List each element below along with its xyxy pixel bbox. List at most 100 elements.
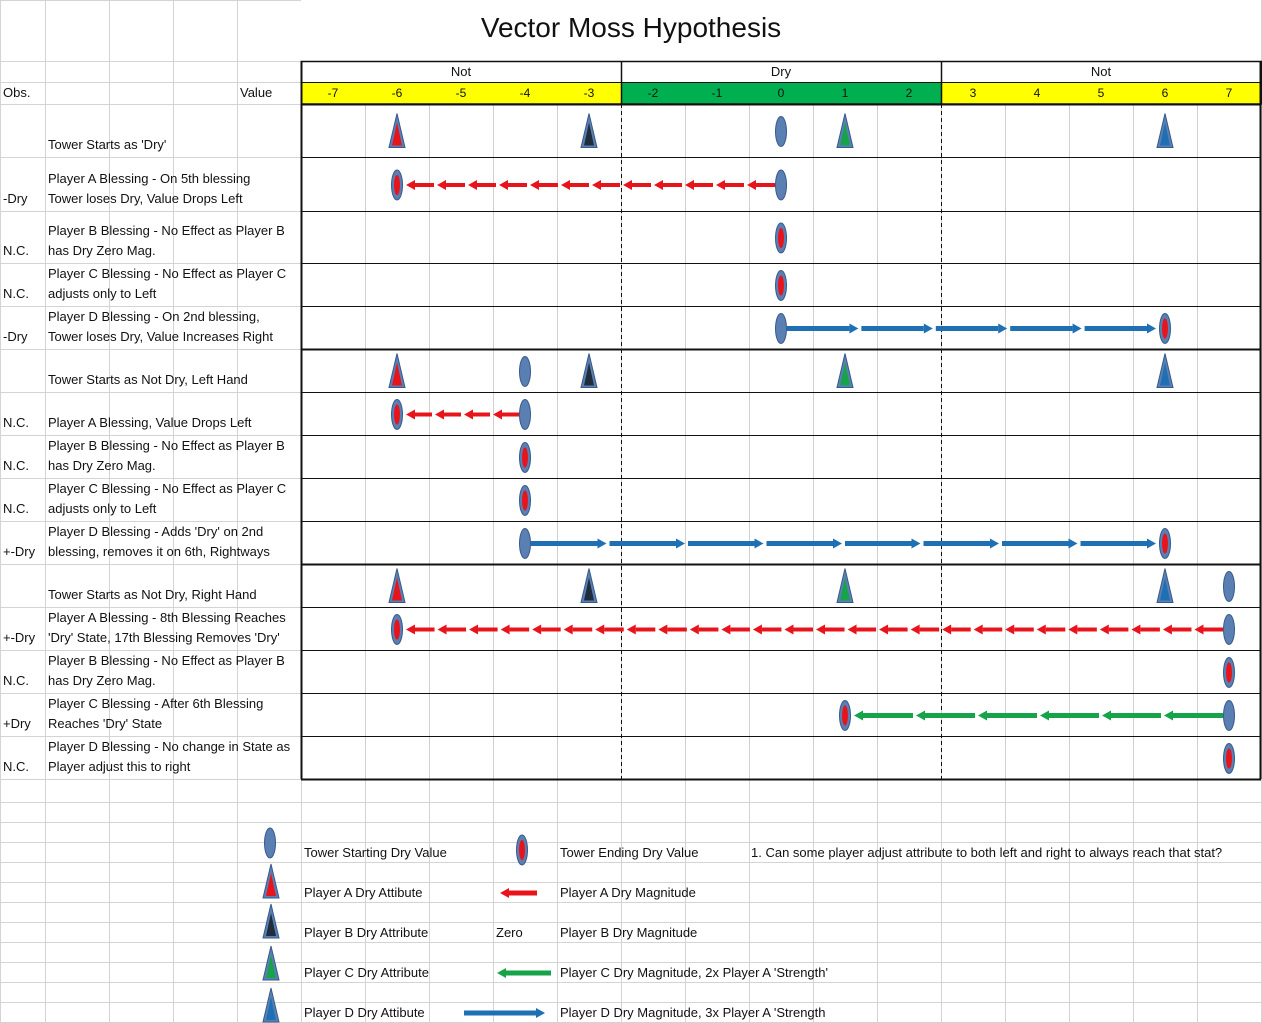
row-obs: +Dry [3, 716, 31, 731]
arrow-segment [689, 624, 719, 635]
player-d-attribute-marker [1156, 353, 1174, 388]
legend-player-d-mag: Player D Dry Magnitude, 3x Player A 'Str… [560, 1005, 826, 1020]
tick-label: -4 [519, 86, 531, 100]
tick-label: -1 [711, 86, 723, 100]
legend-player-a-triangle-icon [262, 863, 280, 899]
row-description: Player B Blessing - No Effect as Player … [48, 223, 285, 238]
row-description: Tower loses Dry, Value Drops Left [48, 191, 243, 206]
arrow-segment [406, 180, 434, 190]
tick-cell [429, 82, 493, 104]
arrow-segment [716, 180, 744, 190]
row-graphics [388, 113, 1174, 148]
row-obs: N.C. [3, 458, 29, 473]
row-obs: N.C. [3, 415, 29, 430]
arrow-segment [910, 624, 940, 635]
arrow-segment [464, 409, 490, 420]
tick-cell [877, 82, 941, 104]
tick-cell [685, 82, 749, 104]
row-description: Player C Blessing - After 6th Blessing [48, 696, 264, 711]
tick-cell [1197, 82, 1261, 104]
arrow-segment [1102, 710, 1161, 721]
arrow-segment [861, 323, 933, 334]
arrow-segment [623, 180, 651, 190]
row-graphics [519, 485, 531, 516]
arrow-segment [1099, 624, 1129, 635]
arrow-segment [1068, 624, 1097, 635]
row-graphics [388, 353, 1174, 388]
arrow-segment [973, 624, 1003, 635]
arrow-segment [978, 710, 1037, 721]
row-description: Tower Starts as Not Dry, Right Hand [48, 587, 257, 602]
arrow-segment [685, 180, 713, 190]
row-obs: N.C. [3, 501, 29, 516]
tick-cell [301, 82, 365, 104]
row-description: blessing, removes it on 6th, Rightways [48, 544, 270, 559]
legend-zero: Zero [496, 925, 523, 940]
row-description: Player C Blessing - No Effect as Player … [48, 481, 287, 496]
row-description: Tower loses Dry, Value Increases Right [48, 329, 273, 344]
player-b-attribute-marker [580, 568, 598, 603]
arrow-segment [787, 323, 859, 334]
tower-end-marker [775, 222, 787, 254]
tick-cell [1005, 82, 1069, 104]
arrow-segment [469, 624, 498, 635]
value-header: Value [240, 85, 273, 100]
legend-player-c-triangle-icon [262, 945, 280, 981]
section-dry: Dry [770, 64, 792, 79]
arrow-segment [563, 624, 593, 635]
legend-tower-end: Tower Ending Dry Value [560, 845, 699, 860]
tower-start-marker [775, 313, 787, 344]
row-obs: N.C. [3, 759, 29, 774]
row-description: Player A Blessing - 8th Blessing Reaches [48, 610, 286, 625]
arrow-segment [654, 180, 682, 190]
tower-start-marker [519, 356, 531, 387]
legend-player-d-attr: Player D Dry Attibute [304, 1005, 425, 1020]
row-graphics [1223, 657, 1235, 688]
row-graphics [775, 313, 1171, 344]
arrow-segment [532, 624, 561, 635]
row-obs: -Dry [3, 329, 28, 344]
tower-end-marker [519, 442, 531, 473]
legend-player-b-attr: Player B Dry Attribute [304, 925, 429, 940]
tower-start-marker [519, 528, 531, 559]
arrow-segment [923, 538, 999, 549]
row-graphics [839, 700, 1235, 731]
row-description: has Dry Zero Mag. [48, 458, 156, 473]
tick-label: -5 [455, 86, 467, 100]
tick-cell [1069, 82, 1133, 104]
tower-end-marker [519, 485, 531, 516]
arrow-segment [406, 409, 432, 420]
tick-label: 0 [777, 86, 785, 100]
arrow-segment [845, 538, 921, 549]
tick-label: -6 [391, 86, 403, 100]
tower-start-marker [1223, 614, 1235, 645]
arrow-segment [1010, 323, 1082, 334]
tower-end-marker [839, 700, 851, 731]
arrow-segment [854, 710, 913, 721]
legend-note: 1. Can some player adjust attribute to b… [751, 845, 1223, 860]
row-description: Tower Starts as Not Dry, Left Hand [48, 372, 248, 387]
legend-tower-start: Tower Starting Dry Value [304, 845, 447, 860]
legend-player-c-attr: Player C Dry Attribute [304, 965, 429, 980]
arrow-segment [1131, 624, 1160, 635]
legend-player-d-arrow-icon [464, 1008, 545, 1018]
row-obs: N.C. [3, 243, 29, 258]
arrow-segment [935, 323, 1008, 334]
arrow-segment [721, 624, 750, 635]
arrow-segment [747, 180, 775, 190]
arrow-segment [1005, 624, 1034, 635]
arrow-segment [497, 968, 551, 978]
arrow-segment [1194, 624, 1223, 635]
row-description: Player B Blessing - No Effect as Player … [48, 653, 285, 668]
legend-player-b-triangle-icon [262, 903, 280, 939]
row-description: has Dry Zero Mag. [48, 673, 156, 688]
player-c-attribute-marker [836, 353, 854, 388]
tick-label: 1 [841, 86, 849, 100]
row-graphics [775, 270, 787, 301]
arrow-segment [437, 180, 465, 190]
row-description: 'Dry' State, 17th Blessing Removes 'Dry' [48, 630, 280, 645]
arrow-segment [464, 1008, 545, 1018]
arrow-segment [531, 538, 607, 549]
row-obs: N.C. [3, 286, 29, 301]
tower-end-marker [391, 614, 403, 645]
